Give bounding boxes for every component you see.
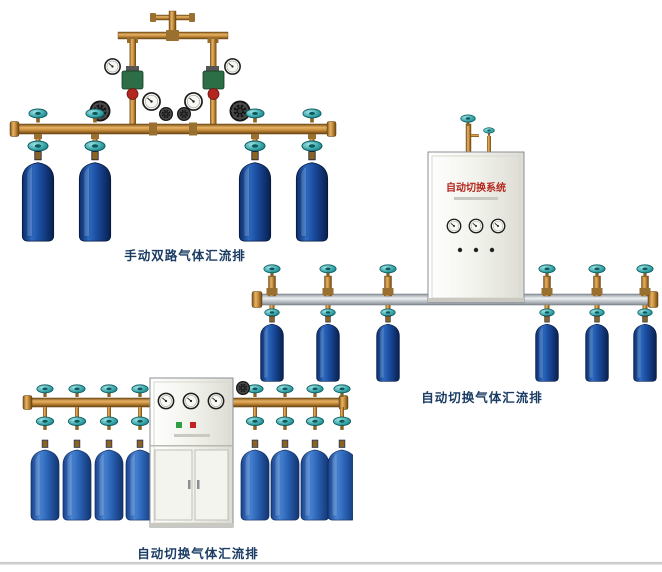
door-handle [188,480,191,489]
cylinder-connections [263,264,654,320]
cabinet-bottom-shadow [428,298,524,302]
cabinet-label: 自动切换系统 [446,181,506,194]
top-header-pipe [117,30,229,126]
valve-handwheel-teal [333,384,351,397]
gas-cylinder [327,439,353,521]
pressure-gauge [104,58,121,75]
valve-handwheel-teal [319,264,337,277]
gas-cylinders [260,315,657,382]
pressure-gauge [468,218,484,234]
valve-handwheel-black [176,106,192,122]
valve-handwheel-teal [36,384,54,397]
valve-handwheel-black [235,380,251,396]
cabinet-label-bar [174,434,210,437]
cylinder-valve [35,416,55,430]
cabinet-door-left [154,449,193,521]
gas-cylinder [21,151,55,242]
valve-handwheel-teal [263,264,281,277]
indicator-dot [473,247,479,253]
cylinder-valve [245,416,265,430]
pressure-gauge [157,392,175,410]
cylinder-valve [130,416,150,430]
cylinder-connections [27,108,323,156]
cylinder-valve [305,416,325,430]
regulator-knob [207,88,220,100]
valve-handwheel-teal [538,264,556,277]
product-image-auto-switch-wall: 自动切换系统 [251,114,659,382]
regulator-knob [126,88,139,100]
product-caption-manual-dual: 手动双路气体汇流排 [124,248,246,263]
bottom-divider [0,562,662,565]
pressure-gauge [182,392,200,410]
valve-handwheel-teal [100,384,118,397]
control-cabinet [149,377,234,528]
valve-handwheel-teal [636,264,654,277]
gas-cylinder [316,315,340,382]
gas-cylinder [240,439,270,521]
valve-handwheel-teal [276,384,294,397]
product-caption-auto-wall: 自动切换气体汇流排 [421,390,543,405]
product-image-auto-switch-floor [22,377,353,528]
product-image-manual-dual-manifold [9,10,337,242]
cabinet-risers [460,114,495,155]
valve-handwheel-teal [588,264,606,277]
valve-handwheel-teal [460,114,476,126]
gas-cylinder [260,315,284,382]
valve-handwheel-teal [28,108,48,123]
indicator-green [176,422,182,428]
pressure-gauge [490,218,506,234]
valve-handwheel-teal [68,384,86,397]
cylinder-valve [332,416,352,430]
gas-cylinder [300,439,330,521]
pressure-gauge [207,392,225,410]
indicator-dot [489,247,495,253]
product-caption-auto-floor: 自动切换气体汇流排 [137,546,259,561]
gas-cylinder [535,315,559,382]
shutoff-valves [88,99,252,123]
door-handle [197,480,200,489]
gas-cylinder [270,439,300,521]
gas-cylinder [585,315,609,382]
cabinet-sublabel-bar [454,197,498,200]
cylinder-valve [275,416,295,430]
cabinet-seam [150,445,233,447]
cabinet-bottom-shadow [150,523,233,527]
pressure-gauge [446,218,462,234]
gas-cylinder [94,439,124,521]
gas-cylinder [78,151,112,242]
control-cabinet: 自动切换系统 [427,151,525,303]
valve-handwheel-black [158,106,174,122]
indicator-red [190,422,196,428]
gas-cylinder [62,439,92,521]
valve-handwheel-teal [379,264,397,277]
cylinder-drops [43,407,344,421]
pressure-regulator-left [104,58,161,111]
indicator-dot [457,247,463,253]
main-manifold-pipe [9,121,337,137]
cylinder-valve [67,416,87,430]
valve-handwheel-teal [306,384,324,397]
cylinder-valve [99,416,119,430]
valve-handwheel-teal [131,384,149,397]
pressure-regulator-right [184,58,241,111]
cabinet-door-right [194,449,229,521]
pressure-gauge [142,92,161,111]
gas-cylinder [376,315,400,382]
gas-cylinder [633,315,657,382]
pressure-gauge [184,92,203,111]
valve-handwheel-teal [483,127,495,136]
gas-cylinder [30,439,60,521]
pressure-gauge [224,58,241,75]
outlet-riser [150,10,195,36]
